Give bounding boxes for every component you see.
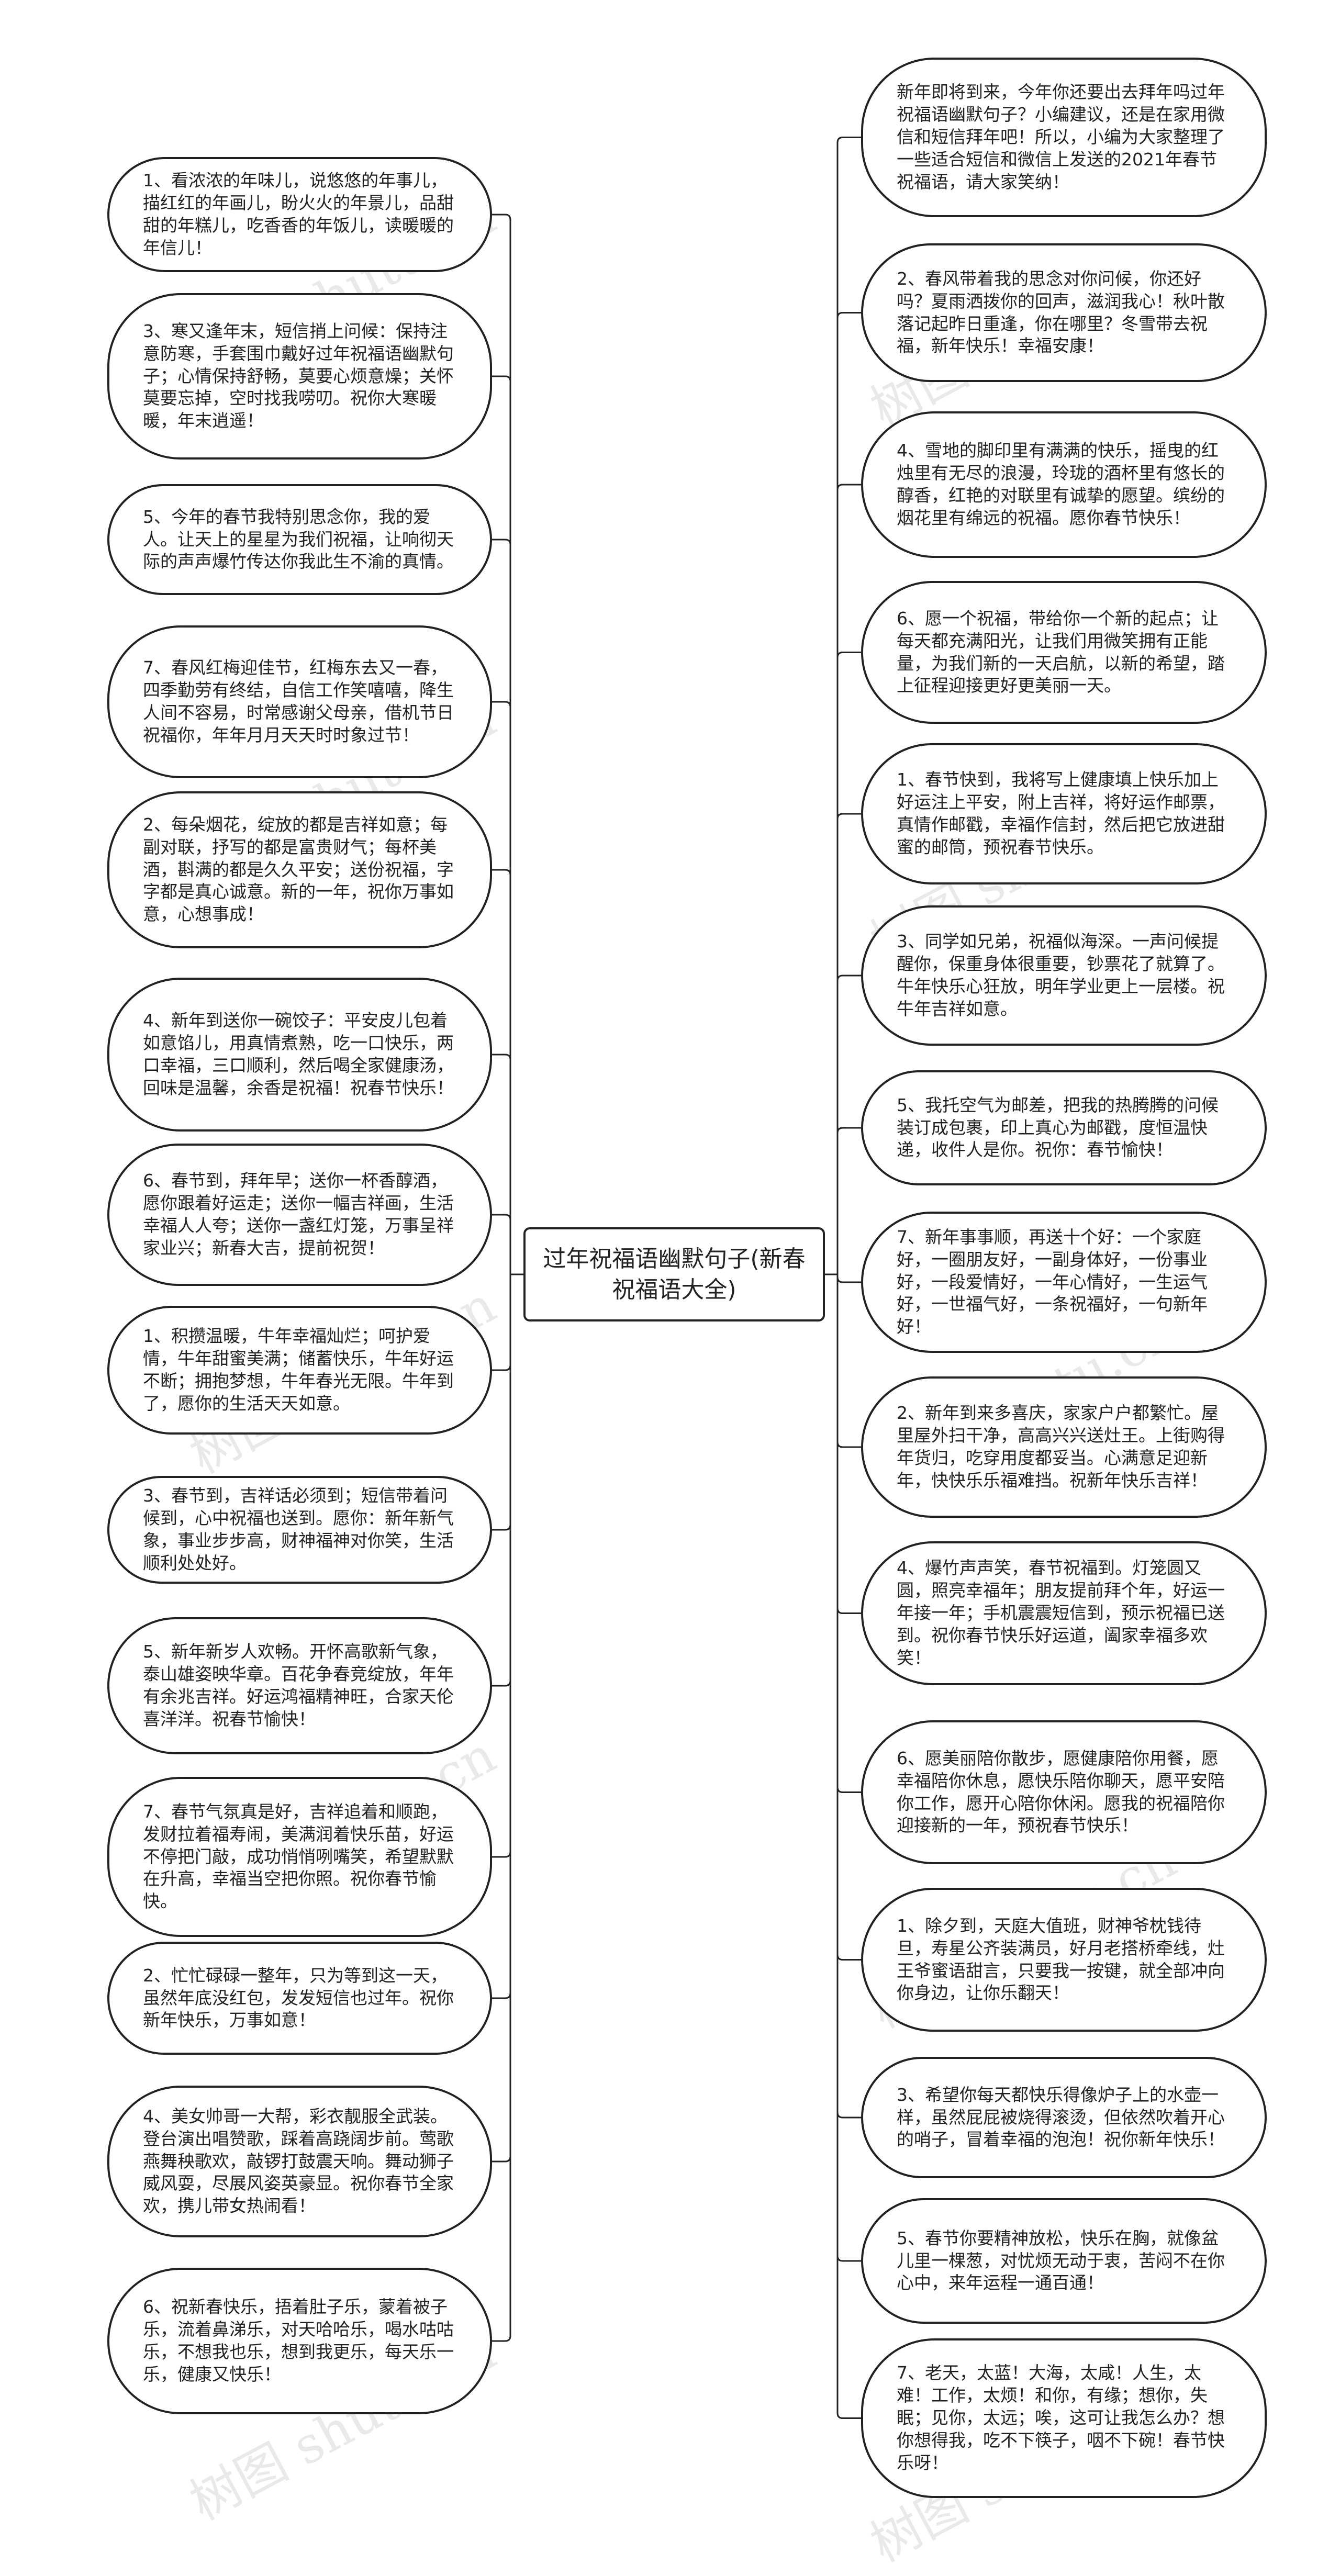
right-branch-connector — [836, 484, 861, 1274]
left-branch-node[interactable]: 4、美女帅哥一大帮，彩衣靓服全武装。登台演出唱赞歌，踩着高跷阔步前。莺歌燕舞秧歌… — [107, 2086, 492, 2237]
right-branch-text: 1、春节快到，我将写上健康填上快乐加上好运注上平安，附上吉祥，将好运作邮票，真情… — [897, 769, 1225, 857]
left-branch-node[interactable]: 3、寒又逢年末，短信捎上问候：保持注意防寒，手套围巾戴好过年祝福语幽默句子；心情… — [107, 293, 492, 460]
right-branch-connector — [836, 1274, 861, 1448]
left-branch-text: 6、祝新春快乐，捂着肚子乐，蒙着被子乐，流着鼻涕乐，对天哈哈乐，喝水咕咕乐，不想… — [143, 2297, 454, 2384]
left-branch-text: 3、春节到，吉祥话必须到；短信带着问候到，心中祝福也送到。愿你：新年新气象，事业… — [143, 1485, 454, 1573]
right-branch-node[interactable]: 7、老天，太蓝！大海，太咸！人生，太难！工作，太烦！和你，有缘；想你，失眠；见你… — [861, 2338, 1267, 2498]
right-branch-node[interactable]: 5、我托空气为邮差，把我的热腾腾的问候装订成包裹，印上真心为邮戳，度恒温快递，收… — [861, 1070, 1267, 1185]
right-branch-text: 5、我托空气为邮差，把我的热腾腾的问候装订成包裹，印上真心为邮戳，度恒温快递，收… — [897, 1094, 1219, 1160]
left-branch-connector — [492, 869, 511, 1274]
right-branch-node[interactable]: 3、同学如兄弟，祝福似海深。一声问候提醒你，保重身体很重要，钞票花了就算了。牛年… — [861, 905, 1267, 1046]
right-branch-node[interactable]: 6、愿美丽陪你散步，愿健康陪你用餐，愿幸福陪你休息，愿快乐陪你聊天，愿平安陪你工… — [861, 1720, 1267, 1864]
left-branch-text: 7、春节气氛真是好，吉祥追着和顺跑，发财拉着福寿闹，美满润着快乐苗，好运不停把门… — [143, 1801, 454, 1912]
left-branch-connector — [492, 1274, 511, 2342]
right-branch-connector — [836, 975, 861, 1274]
left-branch-connector — [492, 1054, 511, 1274]
left-branch-connector — [492, 375, 511, 1274]
right-branch-node[interactable]: 3、希望你每天都快乐得像炉子上的水壶一样，虽然屁屁被烧得滚烫，但依然吹着开心的哨… — [861, 2057, 1267, 2178]
right-branch-connector — [836, 1274, 861, 1961]
left-branch-connector — [492, 214, 511, 1274]
right-branch-connector — [836, 1274, 861, 1793]
right-branch-node[interactable]: 2、春风带着我的思念对你问候，你还好吗？夏雨洒拨你的回声，滋润我心！秋叶散落记起… — [861, 243, 1267, 382]
right-branch-node[interactable]: 5、春节你要精神放松，快乐在胸，就像盆儿里一棵葱，对忧烦无动于衷，苦闷不在你心中… — [861, 2198, 1267, 2324]
right-branch-connector — [836, 652, 861, 1274]
right-branch-text: 5、春节你要精神放松，快乐在胸，就像盆儿里一棵葱，对忧烦无动于衷，苦闷不在你心中… — [897, 2227, 1225, 2293]
right-branch-text: 4、雪地的脚印里有满满的快乐，摇曳的红烛里有无尽的浪漫，玲珑的酒杯里有悠长的醇香… — [897, 440, 1225, 528]
left-branch-text: 5、今年的春节我特别思念你，我的爱人。让天上的星星为我们祝福，让响彻天际的声声爆… — [143, 506, 454, 572]
right-branch-connector — [836, 137, 861, 1274]
right-branch-text: 1、除夕到，天庭大值班，财神爷枕钱待旦，寿星公齐装满员，好月老搭桥牵线，灶王爷蜜… — [897, 1915, 1225, 2003]
left-branch-text: 1、积攒温暖，牛年幸福灿烂；呵护爱情，牛年甜蜜美满；储蓄快乐，牛年好运不断；拥抱… — [143, 1326, 454, 1414]
left-branch-text: 1、看浓浓的年味儿，说悠悠的年事儿，描红红的年画儿，盼火火的年景儿，品甜甜的年糕… — [143, 170, 454, 258]
left-branch-connector — [492, 1214, 511, 1274]
left-branch-node[interactable]: 4、新年到送你一碗饺子：平安皮儿包着如意馅儿，用真情煮熟，吃一口快乐，两口幸福，… — [107, 978, 492, 1132]
right-branch-node[interactable]: 1、春节快到，我将写上健康填上快乐加上好运注上平安，附上吉祥，将好运作邮票，真情… — [861, 743, 1267, 884]
right-branch-node[interactable]: 4、爆竹声声笑，春节祝福到。灯笼圆又圆，照亮幸福年；朋友提前拜个年，好运一年接一… — [861, 1541, 1267, 1685]
right-branch-connector — [836, 1274, 861, 2419]
left-branch-connector — [492, 1274, 511, 1999]
right-branch-text: 2、春风带着我的思念对你问候，你还好吗？夏雨洒拨你的回声，滋润我心！秋叶散落记起… — [897, 268, 1225, 356]
right-branch-text: 3、希望你每天都快乐得像炉子上的水壶一样，虽然屁屁被烧得滚烫，但依然吹着开心的哨… — [897, 2084, 1225, 2150]
right-branch-text: 6、愿美丽陪你散步，愿健康陪你用餐，愿幸福陪你休息，愿快乐陪你聊天，愿平安陪你工… — [897, 1748, 1225, 1836]
left-branch-connector — [492, 1274, 511, 1371]
left-branch-node[interactable]: 2、忙忙碌碌一整年，只为等到这一天，虽然年底没红包，发发短信也过年。祝你新年快乐… — [107, 1942, 492, 2055]
right-branch-node[interactable]: 新年即将到来，今年你还要出去拜年吗过年祝福语幽默句子？小编建议，还是在家用微信和… — [861, 58, 1267, 217]
right-branch-text: 3、同学如兄弟，祝福似海深。一声问候提醒你，保重身体很重要，钞票花了就算了。牛年… — [897, 931, 1225, 1019]
right-branch-text: 6、愿一个祝福，带给你一个新的起点；让每天都充满阳光，让我们用微笑拥有正能量，为… — [897, 608, 1225, 696]
left-branch-node[interactable]: 6、祝新春快乐，捂着肚子乐，蒙着被子乐，流着鼻涕乐，对天哈哈乐，喝水咕咕乐，不想… — [107, 2268, 492, 2414]
left-branch-connector — [492, 1274, 511, 1687]
left-branch-node[interactable]: 2、每朵烟花，绽放的都是吉祥如意；每副对联，抒写的都是富贵财气；每杯美酒，斟满的… — [107, 791, 492, 948]
right-branch-node[interactable]: 2、新年到来多喜庆，家家户户都繁忙。屋里屋外扫干净，高高兴兴送灶王。上街购得年货… — [861, 1376, 1267, 1518]
left-branch-text: 4、新年到送你一碗饺子：平安皮儿包着如意馅儿，用真情煮熟，吃一口快乐，两口幸福，… — [143, 1010, 454, 1098]
right-branch-text: 4、爆竹声声笑，春节祝福到。灯笼圆又圆，照亮幸福年；朋友提前拜个年，好运一年接一… — [897, 1558, 1225, 1668]
left-branch-connector — [492, 539, 511, 1274]
left-branch-node[interactable]: 5、新年新岁人欢畅。开怀高歌新气象，泰山雄姿映华章。百花争春竞绽放，年年有余兆吉… — [107, 1617, 492, 1754]
left-branch-connector — [492, 1274, 511, 1531]
left-branch-node[interactable]: 1、看浓浓的年味儿，说悠悠的年事儿，描红红的年画儿，盼火火的年景儿，品甜甜的年糕… — [107, 157, 492, 272]
left-branch-text: 2、每朵烟花，绽放的都是吉祥如意；每副对联，抒写的都是富贵财气；每杯美酒，斟满的… — [143, 814, 454, 925]
left-branch-node[interactable]: 3、春节到，吉祥话必须到；短信带着问候到，心中祝福也送到。愿你：新年新气象，事业… — [107, 1476, 492, 1584]
right-branch-connector — [836, 1274, 861, 2119]
left-branch-connector — [492, 701, 511, 1274]
left-branch-node[interactable]: 5、今年的春节我特别思念你，我的爱人。让天上的星星为我们祝福，让响彻天际的声声爆… — [107, 484, 492, 595]
right-branch-connector — [836, 1274, 861, 1614]
right-branch-node[interactable]: 1、除夕到，天庭大值班，财神爷枕钱待旦，寿星公齐装满员，好月老搭桥牵线，灶王爷蜜… — [861, 1888, 1267, 2032]
right-branch-text: 7、老天，太蓝！大海，太咸！人生，太难！工作，太烦！和你，有缘；想你，失眠；见你… — [897, 2362, 1225, 2473]
right-branch-node[interactable]: 4、雪地的脚印里有满满的快乐，摇曳的红烛里有无尽的浪漫，玲珑的酒杯里有悠长的醇香… — [861, 411, 1267, 558]
left-branch-node[interactable]: 7、春风红梅迎佳节，红梅东去又一春，四季勤劳有终结，自信工作笑嘻嘻，降生人间不容… — [107, 625, 492, 778]
right-branch-text: 2、新年到来多喜庆，家家户户都繁忙。屋里屋外扫干净，高高兴兴送灶王。上街购得年货… — [897, 1403, 1225, 1491]
right-branch-text: 新年即将到来，今年你还要出去拜年吗过年祝福语幽默句子？小编建议，还是在家用微信和… — [897, 82, 1225, 192]
left-branch-node[interactable]: 1、积攒温暖，牛年幸福灿烂；呵护爱情，牛年甜蜜美满；储蓄快乐，牛年好运不断；拥抱… — [107, 1306, 492, 1435]
right-branch-connector — [836, 1127, 861, 1274]
right-branch-connector — [836, 813, 861, 1274]
right-branch-connector — [836, 1274, 861, 2262]
left-branch-text: 4、美女帅哥一大帮，彩衣靓服全武装。登台演出唱赞歌，踩着高跷阔步前。莺歌燕舞秧歌… — [143, 2105, 454, 2216]
left-branch-text: 2、忙忙碌碌一整年，只为等到这一天，虽然年底没红包，发发短信也过年。祝你新年快乐… — [143, 1965, 454, 2031]
left-branch-text: 7、春风红梅迎佳节，红梅东去又一春，四季勤劳有终结，自信工作笑嘻嘻，降生人间不容… — [143, 657, 454, 745]
central-topic[interactable]: 过年祝福语幽默句子(新春祝福语大全) — [523, 1227, 825, 1321]
left-branch-node[interactable]: 6、春节到，拜年早；送你一杯香醇酒，愿你跟着好运走；送你一幅吉祥画，生活幸福人人… — [107, 1144, 492, 1286]
right-branch-connector — [836, 312, 861, 1274]
left-branch-connector — [492, 1274, 511, 2163]
left-branch-text: 5、新年新岁人欢畅。开怀高歌新气象，泰山雄姿映华章。百花争春竞绽放，年年有余兆吉… — [143, 1641, 454, 1729]
right-branch-connector — [836, 1274, 861, 1283]
left-branch-text: 6、春节到，拜年早；送你一杯香醇酒，愿你跟着好运走；送你一幅吉祥画，生活幸福人人… — [143, 1170, 454, 1258]
right-branch-node[interactable]: 6、愿一个祝福，带给你一个新的起点；让每天都充满阳光，让我们用微笑拥有正能量，为… — [861, 581, 1267, 724]
right-branch-node[interactable]: 7、新年事事顺，再送十个好：一个家庭好，一圈朋友好，一副身体好，一份事业好，一段… — [861, 1212, 1267, 1353]
left-branch-connector — [492, 1274, 511, 1858]
right-branch-text: 7、新年事事顺，再送十个好：一个家庭好，一圈朋友好，一副身体好，一份事业好，一段… — [897, 1226, 1208, 1337]
central-topic-title: 过年祝福语幽默句子(新春祝福语大全) — [543, 1245, 806, 1303]
left-branch-text: 3、寒又逢年末，短信捎上问候：保持注意防寒，手套围巾戴好过年祝福语幽默句子；心情… — [143, 320, 454, 431]
left-branch-node[interactable]: 7、春节气氛真是好，吉祥追着和顺跑，发财拉着福寿闹，美满润着快乐苗，好运不停把门… — [107, 1777, 492, 1937]
